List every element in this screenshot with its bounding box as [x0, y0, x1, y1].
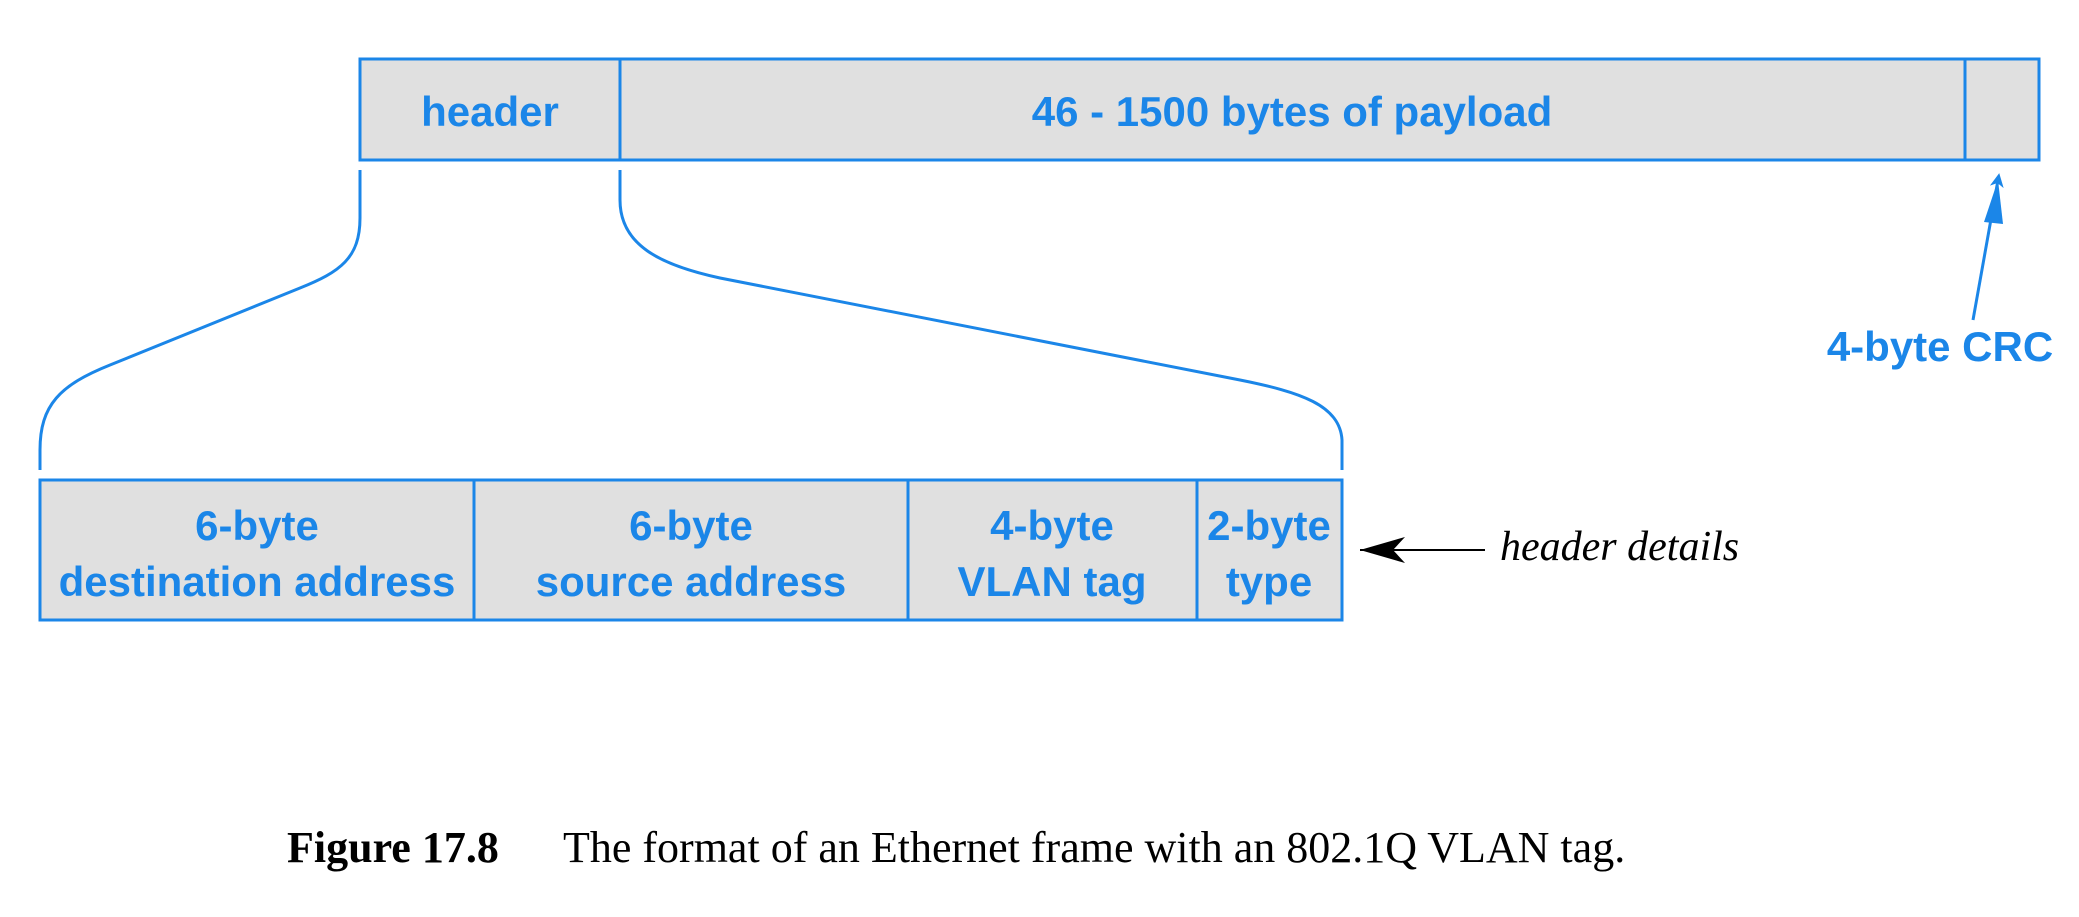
payload-cell — [618, 57, 1967, 162]
type-name-label: type — [1226, 558, 1312, 605]
crc-arrowhead — [1984, 180, 2003, 224]
type-cell — [1195, 478, 1344, 622]
caption-text: The format of an Ethernet frame with an … — [563, 823, 1625, 872]
figure-caption: Figure 17.8 The format of an Ethernet fr… — [287, 823, 1625, 872]
header-details: 6-byte destination address 6-byte source… — [38, 478, 1344, 622]
crc-label: 4-byte CRC — [1827, 323, 2053, 370]
destination-name-label: destination address — [59, 558, 456, 605]
crc-cell — [1963, 57, 2041, 162]
vlan-size-label: 4-byte — [990, 502, 1114, 549]
payload-label: 46 - 1500 bytes of payload — [1032, 88, 1553, 135]
header-label: header — [421, 88, 559, 135]
caption-label: Figure 17.8 — [287, 823, 499, 872]
destination-size-label: 6-byte — [195, 502, 319, 549]
right-expansion-line — [618, 170, 1344, 470]
ethernet-frame: header 46 - 1500 bytes of payload — [358, 57, 2041, 162]
crc-pointer: 4-byte CRC — [1827, 173, 2053, 370]
annotation-label: header details — [1500, 524, 1739, 570]
source-size-label: 6-byte — [629, 502, 753, 549]
source-name-label: source address — [536, 558, 847, 605]
header-expansion-lines — [38, 170, 1344, 470]
left-expansion-line — [38, 170, 362, 470]
destination-address-cell — [38, 478, 476, 622]
annotation-arrowhead — [1360, 537, 1405, 563]
header-cell — [358, 57, 622, 162]
header-details-annotation: header details — [1360, 524, 1739, 570]
vlan-name-label: VLAN tag — [958, 558, 1147, 605]
type-size-label: 2-byte — [1207, 502, 1331, 549]
